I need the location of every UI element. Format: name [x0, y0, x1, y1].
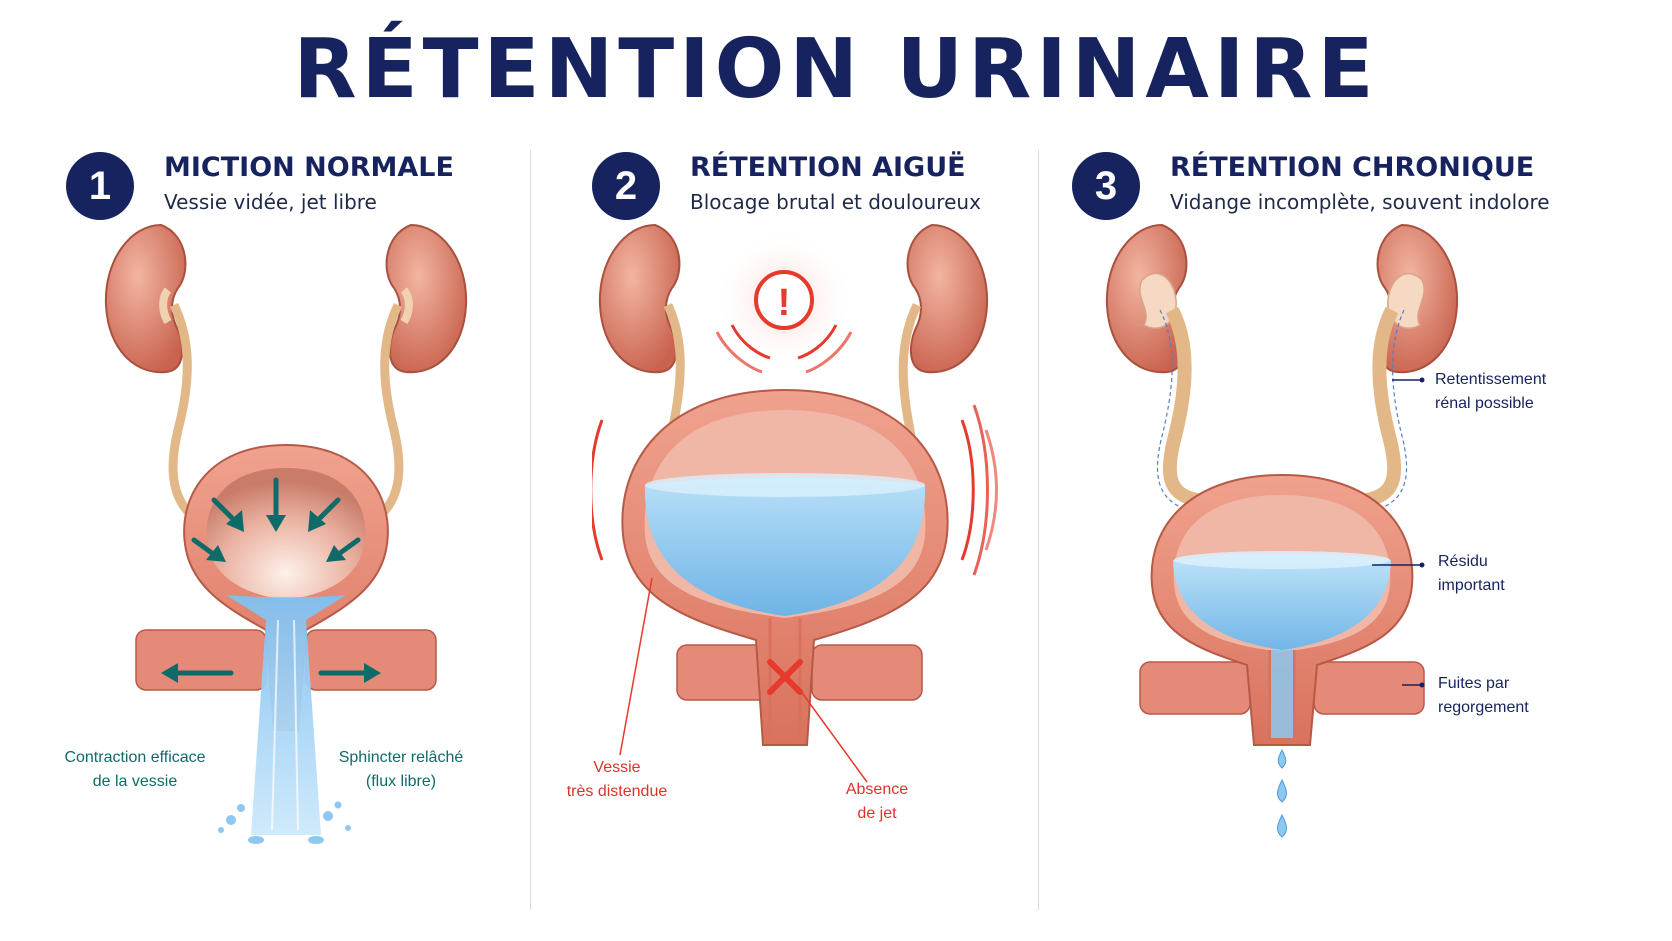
panel-subtitle: Blocage brutal et douloureux: [690, 190, 981, 214]
kidney-icon: [385, 223, 468, 374]
cross-icon: [767, 659, 803, 695]
page-title: RÉTENTION URINAIRE: [293, 22, 1379, 117]
kidney-icon: [598, 223, 681, 374]
chronic-retention-illustration: [1105, 223, 1459, 838]
label-no-stream: Absence de jet: [845, 781, 909, 822]
alert-symbol: !: [778, 282, 791, 324]
kidney-icon: [104, 223, 187, 374]
step-badge-3: 3: [1072, 152, 1140, 220]
panel-normal-micturition: 1 MICTION NORMALE Vessie vidée, jet libr…: [64, 140, 606, 920]
bladder-icon: [621, 388, 949, 746]
label-sphincter-relaxed: Sphincter relâché (flux libre): [338, 749, 464, 790]
normal-urinary-tract-illustration: [104, 223, 468, 844]
alert-icon: !: [754, 270, 814, 330]
label-bladder-contraction: Contraction efficace de la vessie: [64, 749, 206, 790]
drop-icon: [218, 801, 351, 844]
panel-acute-retention: 2 RÉTENTION AIGUË Blocage brutal et doul…: [567, 140, 1132, 920]
bladder-icon: [1150, 473, 1414, 746]
panel-subtitle: Vessie vidée, jet libre: [164, 190, 377, 214]
label-renal-impact: Retentissement rénal possible: [1435, 371, 1547, 412]
panel-subtitle: Vidange incomplète, souvent indolore: [1170, 190, 1550, 214]
step-badge-1: 1: [66, 152, 134, 220]
kidney-icon: [1105, 223, 1188, 374]
panel-divider: [1038, 150, 1039, 910]
panel-title: RÉTENTION CHRONIQUE: [1170, 152, 1535, 183]
acute-retention-illustration: !: [592, 223, 998, 783]
label-distended-bladder: Vessie très distendue: [566, 759, 668, 800]
panel-chronic-retention: 3 RÉTENTION CHRONIQUE Vidange incomplète…: [1072, 140, 1612, 920]
kidney-icon: [906, 223, 989, 374]
panel-title: RÉTENTION AIGUË: [690, 152, 966, 183]
panel-title: MICTION NORMALE: [164, 152, 454, 183]
drop-icon: [1277, 748, 1287, 838]
panel-divider: [530, 150, 531, 910]
step-badge-2: 2: [592, 152, 660, 220]
kidney-icon: [1376, 223, 1459, 374]
label-large-residue: Résidu important: [1438, 553, 1505, 594]
arrow-icon: [161, 477, 381, 683]
label-overflow-leaks: Fuites par regorgement: [1438, 675, 1529, 716]
